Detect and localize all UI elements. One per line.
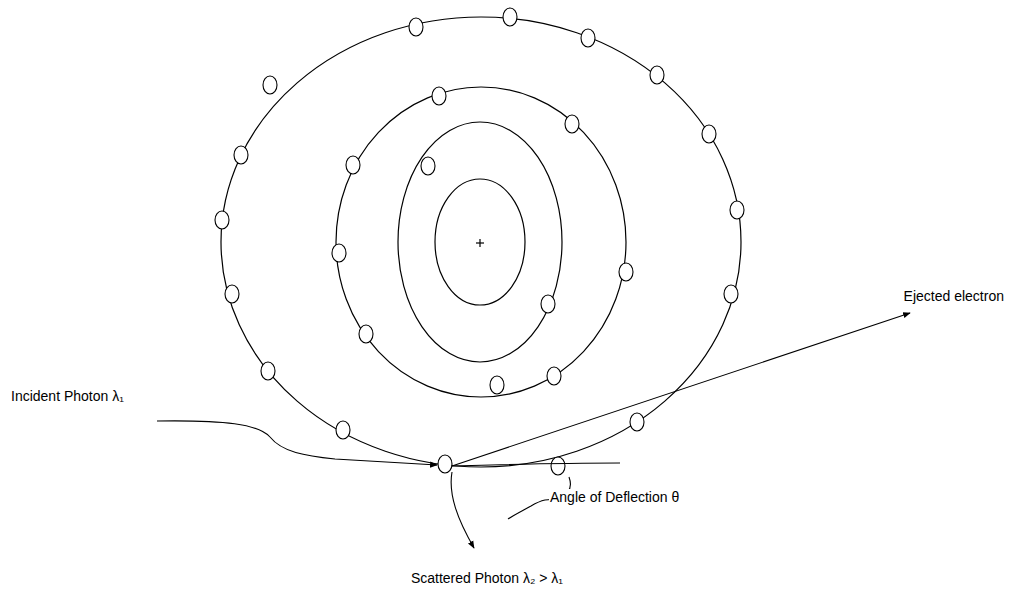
outer-shell [221, 17, 741, 467]
electron [332, 244, 346, 262]
electron [225, 285, 239, 303]
middle-shell [336, 87, 626, 397]
electron [432, 87, 446, 105]
electron [234, 146, 248, 164]
electron [724, 285, 738, 303]
electron [336, 421, 350, 439]
electron [581, 29, 595, 47]
electron [438, 455, 452, 473]
electron [346, 156, 360, 174]
electron [630, 413, 644, 431]
electron [702, 125, 716, 143]
electron [503, 8, 517, 26]
electron [215, 211, 229, 229]
inner-shell [398, 122, 562, 362]
electron [409, 18, 423, 36]
ejected-electron-path [452, 313, 910, 466]
electrons [215, 8, 744, 475]
nucleus-plus [476, 239, 484, 247]
ejected-electron-label: Ejected electron [903, 288, 1005, 305]
electron [359, 325, 373, 343]
electron [730, 201, 744, 219]
electron [261, 362, 275, 380]
scattered-photon-label: Scattered Photon λ₂ > λ₁ [410, 570, 564, 587]
electron [551, 457, 565, 475]
electron [421, 157, 435, 175]
electron [490, 376, 504, 394]
paths [157, 313, 910, 548]
reference-line [452, 463, 620, 466]
electron [263, 76, 277, 94]
angle-label: Angle of Deflection θ [549, 489, 680, 506]
scattered-photon-path [451, 472, 474, 548]
electron [547, 367, 561, 385]
incident-photon-label: Incident Photon λ₁ [10, 388, 125, 405]
electron [541, 295, 555, 313]
electron-shells [221, 17, 741, 467]
electron [565, 115, 579, 133]
electron [650, 66, 664, 84]
incident-photon-path [157, 421, 437, 465]
electron [619, 263, 633, 281]
core-shell [435, 179, 525, 305]
